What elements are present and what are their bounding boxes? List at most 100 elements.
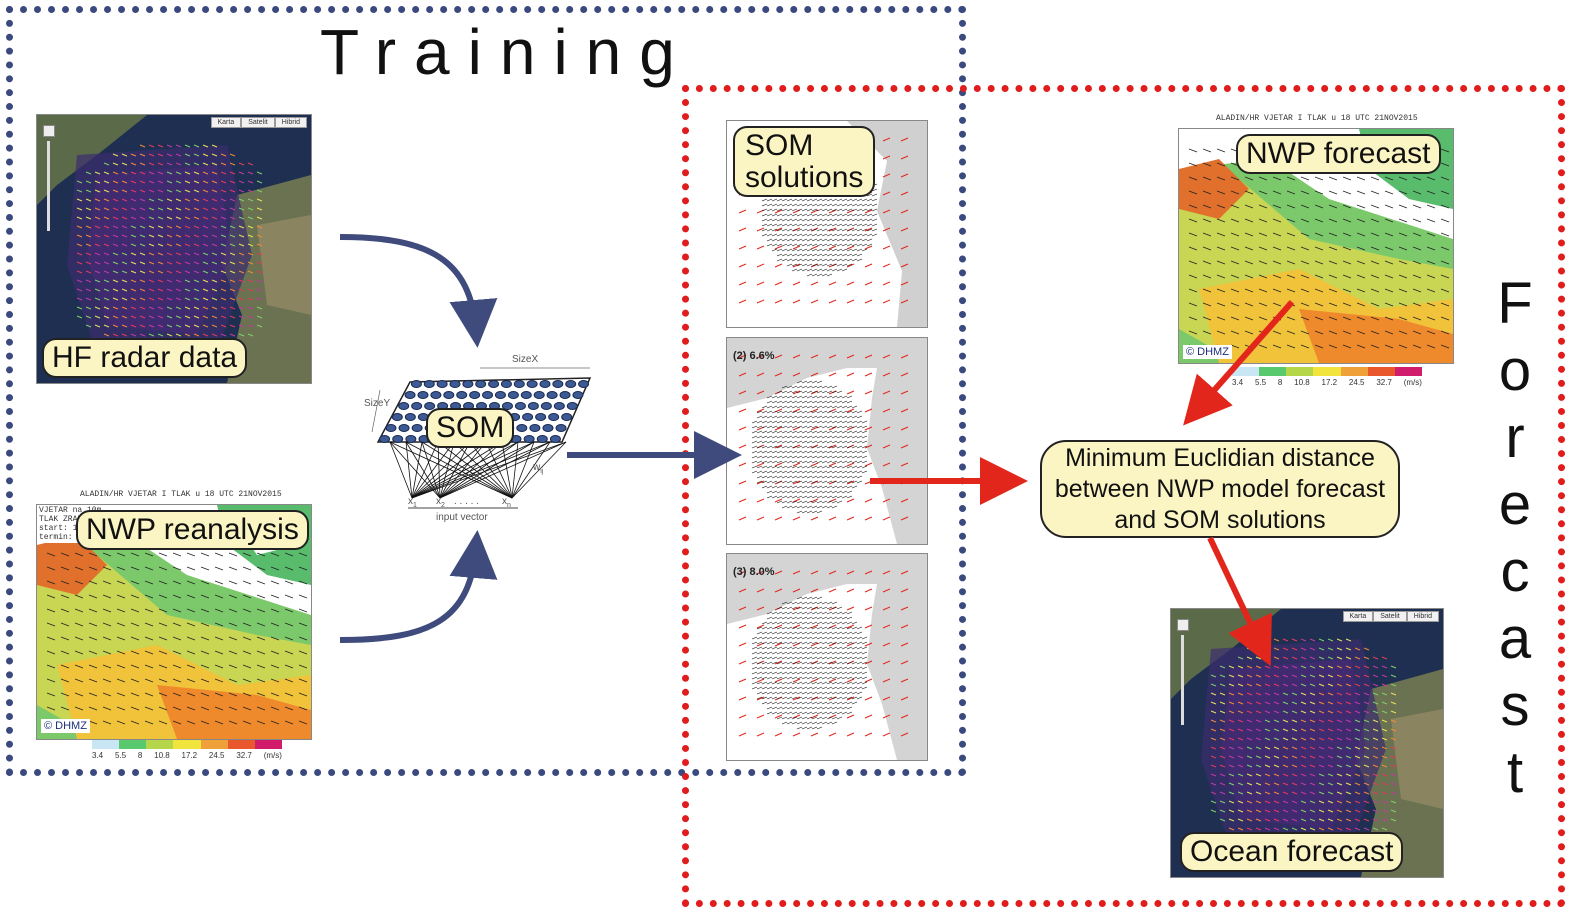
vector-arrow [851,233,858,237]
vector-arrow [801,455,808,459]
vector-arrow [256,297,263,301]
vector-arrow [751,445,758,449]
vector-arrow [816,460,823,464]
pan-control-icon[interactable] [1177,619,1189,631]
vector-arrow [821,445,828,449]
vector-arrow [831,223,838,227]
map-button-karta[interactable]: Karta [210,117,242,128]
vector-arrow [130,650,140,655]
zoom-slider[interactable] [43,125,55,245]
map-button-satelit[interactable]: Satelit [241,117,275,128]
vector-arrow [1363,791,1370,795]
map-button-karta[interactable]: Karta [1342,611,1374,622]
vector-arrow [900,570,909,575]
vector-arrow [786,395,793,399]
vector-arrow [1328,176,1338,181]
vector-arrow [46,594,56,599]
vector-arrow [738,426,747,431]
vector-arrow [1309,818,1316,822]
colorbar-tick: 5.5 [114,751,127,760]
vector-arrow [831,706,838,710]
vector-arrow [85,252,92,256]
vector-arrow [1309,827,1316,831]
vector-arrow [1327,809,1334,813]
vector-arrow [856,435,863,439]
zoom-track[interactable] [1181,635,1184,725]
vector-arrow [811,238,818,242]
vector-arrow [756,245,765,250]
vector-arrow [831,218,838,222]
map-button-hibrid[interactable]: Hibrid [1406,611,1439,622]
vector-arrow [112,261,119,265]
vector-arrow [175,198,182,202]
vector-arrow [801,716,808,720]
vector-arrow [811,395,818,399]
vector-arrow [184,171,191,175]
vector-arrow [1318,638,1325,642]
vector-arrow [831,475,838,479]
pan-control-icon[interactable] [43,125,55,137]
vector-arrow [1390,764,1397,768]
map-button-hibrid[interactable]: Hibrid [274,117,307,128]
vector-arrow [157,171,164,175]
map-type-buttons[interactable]: Karta Satelit Hibrid [1342,611,1439,622]
vector-arrow [826,631,833,635]
vector-arrow [1372,818,1379,822]
vector-arrow [1372,665,1379,669]
vector-arrow [1228,764,1235,768]
zoom-track[interactable] [47,141,50,231]
vector-arrow [1210,728,1217,732]
vector-arrow [792,372,801,377]
vector-arrow [1210,719,1217,723]
vector-arrow [816,691,823,695]
vector-arrow [284,650,294,655]
vector-arrow [841,631,848,635]
vector-arrow [836,676,843,680]
vector-arrow [766,445,773,449]
som-sizey-label: SizeY [364,398,391,409]
decision-line-2: between NWP model forecast [1054,474,1386,503]
vector-arrow [796,268,803,272]
vector-arrow [766,676,773,680]
vector-arrow [866,238,873,242]
som-node [566,402,578,410]
vector-arrow [796,243,803,247]
vector-arrow [811,415,818,419]
vector-arrow [229,153,236,157]
vector-arrow [826,435,833,439]
vector-arrow [1300,701,1307,705]
vector-arrow [776,621,783,625]
vector-arrow [1336,638,1343,642]
vector-arrow [94,297,101,301]
som-node [553,402,565,410]
vector-arrow [806,631,813,635]
vector-arrow [796,631,803,635]
map-button-satelit[interactable]: Satelit [1373,611,1407,622]
vector-arrow [851,636,858,640]
vector-arrow [1354,701,1361,705]
vector-arrow [238,189,245,193]
vector-arrow [811,410,818,414]
vector-arrow [826,430,833,434]
vector-arrow [1286,316,1296,321]
vector-arrow [139,297,146,301]
vector-arrow [1210,800,1217,804]
vector-arrow [806,455,813,459]
vector-arrow [841,681,848,685]
vector-arrow [74,664,84,669]
vector-arrow [791,410,798,414]
vector-arrow [1372,755,1379,759]
vector-arrow [791,621,798,625]
vector-arrow [792,245,801,250]
vector-arrow [791,233,798,237]
som-connection [439,441,503,499]
zoom-slider[interactable] [1177,619,1189,739]
vector-arrow [60,622,70,627]
vector-arrow [1363,683,1370,687]
colorbar-tick: 8 [1277,378,1283,387]
vector-arrow [792,462,801,467]
vector-arrow [900,606,909,611]
vector-arrow [828,516,837,521]
map-type-buttons[interactable]: Karta Satelit Hibrid [210,117,307,128]
vector-arrow [1426,302,1436,307]
